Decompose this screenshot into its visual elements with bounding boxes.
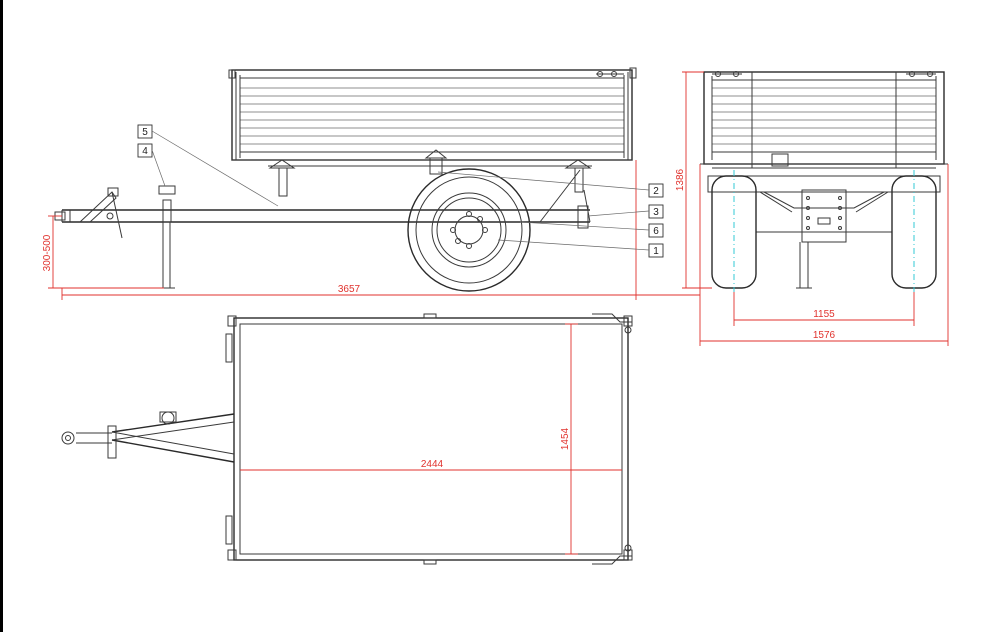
callout-4: 4 (142, 146, 148, 157)
dim-hitch-height: 300-500 (42, 234, 53, 271)
dim-overall-width: 1576 (813, 330, 836, 341)
side-body-outline (231, 69, 633, 161)
callout-6: 6 (653, 226, 659, 237)
callout-3: 3 (653, 207, 659, 218)
dim-total-length: 3657 (338, 284, 361, 295)
trailer-drawing: 3657 300-500 5 4 2 3 6 1 (42, 67, 949, 565)
drawing-sheet: 3657 300-500 5 4 2 3 6 1 (3, 0, 1000, 632)
callouts: 5 4 2 3 6 1 (137, 124, 664, 258)
dim-track-width: 1155 (813, 309, 835, 320)
top-view: 2444 1454 (61, 313, 633, 565)
dim-overall-height: 1386 (675, 168, 686, 191)
side-view: 3657 300-500 (42, 67, 700, 300)
side-wheel (407, 168, 531, 292)
rear-body-outline (703, 71, 945, 165)
callout-1: 1 (653, 246, 659, 257)
dim-body-length: 2444 (421, 459, 444, 470)
callout-2: 2 (653, 186, 659, 197)
dim-body-width: 1454 (560, 427, 571, 450)
callout-5: 5 (142, 127, 148, 138)
rear-view: 1386 1155 1576 (675, 71, 949, 346)
